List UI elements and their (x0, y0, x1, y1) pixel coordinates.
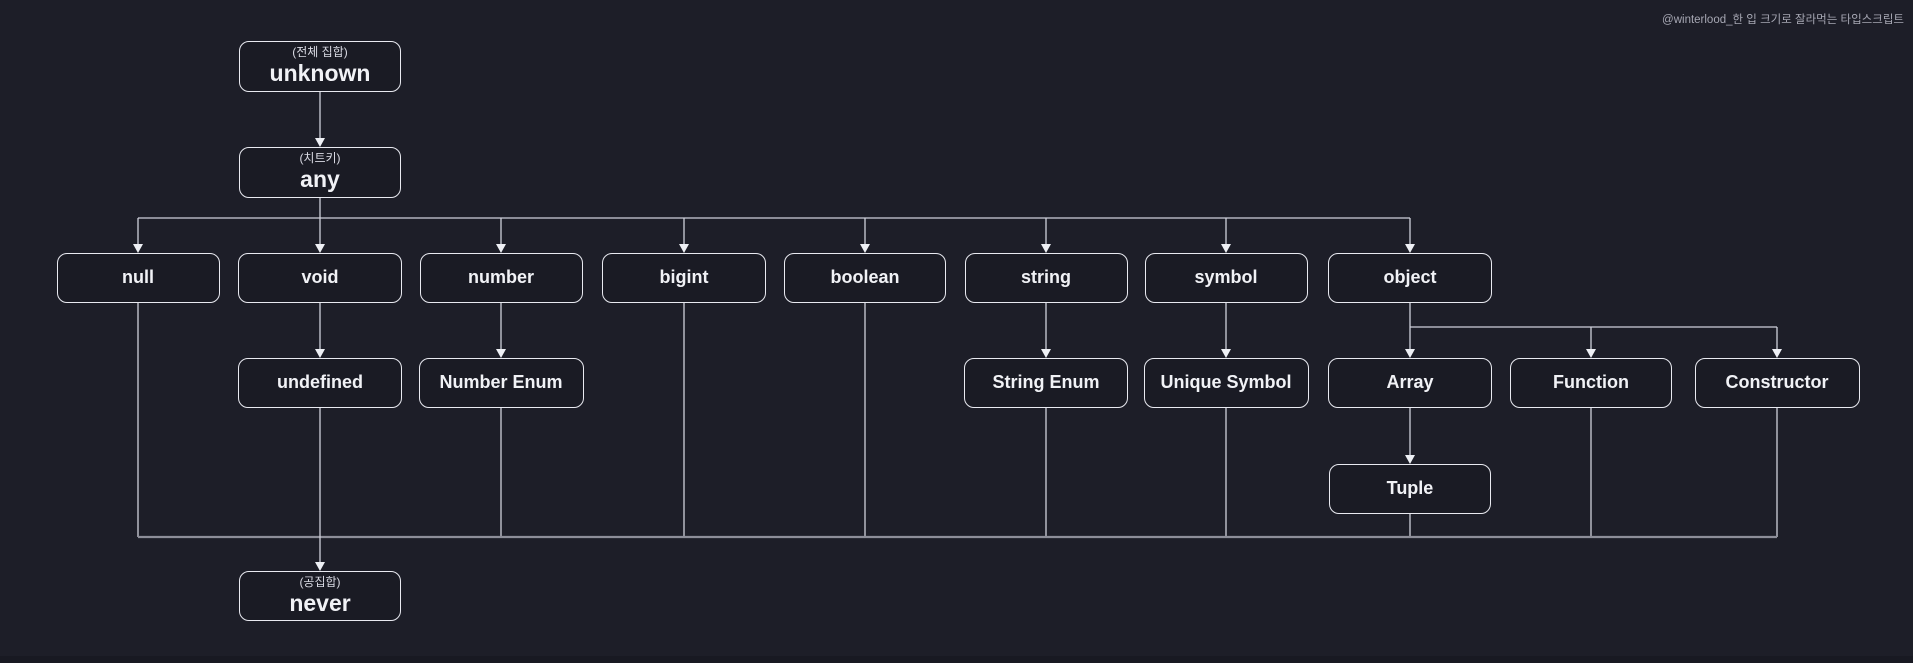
node-object: object (1328, 253, 1492, 303)
arrowhead-icon (1221, 244, 1231, 253)
bottom-edge-strip (0, 656, 1913, 663)
node-any: (치트키)any (239, 147, 401, 198)
node-label: Function (1553, 372, 1629, 393)
node-label: null (122, 267, 154, 288)
node-never: (공집합)never (239, 571, 401, 621)
node-label: never (289, 589, 351, 616)
arrowhead-icon (315, 349, 325, 358)
node-label: Constructor (1725, 372, 1829, 393)
node-label: object (1383, 267, 1437, 288)
node-sublabel: (치트키) (299, 151, 341, 166)
node-function: Function (1510, 358, 1672, 408)
arrowhead-icon (1586, 349, 1596, 358)
node-string: string (964, 253, 1128, 303)
arrowhead-icon (1405, 349, 1415, 358)
node-label: Number Enum (439, 372, 563, 393)
node-label: undefined (277, 372, 363, 393)
node-number-enum: Number Enum (418, 358, 584, 408)
arrowhead-icon (315, 562, 325, 571)
node-array: Array (1328, 358, 1492, 408)
arrowhead-icon (1405, 455, 1415, 464)
node-constructor: Constructor (1694, 358, 1860, 408)
node-label: Unique Symbol (1160, 372, 1292, 393)
node-label: Tuple (1386, 478, 1434, 499)
node-sublabel: (전체 집합) (292, 45, 348, 60)
arrowhead-icon (133, 244, 143, 253)
node-unique-symbol: Unique Symbol (1143, 358, 1309, 408)
node-number: number (419, 253, 583, 303)
node-string-enum: String Enum (964, 358, 1128, 408)
node-label: any (300, 166, 340, 193)
arrowhead-icon (1041, 244, 1051, 253)
arrowhead-icon (860, 244, 870, 253)
node-undefined: undefined (238, 358, 402, 408)
node-unknown: (전체 집합)unknown (239, 41, 401, 92)
node-label: string (1020, 267, 1071, 288)
node-boolean: boolean (784, 253, 946, 303)
arrowhead-icon (496, 244, 506, 253)
node-label: number (467, 267, 534, 288)
node-label: unknown (269, 60, 371, 87)
node-sublabel: (공집합) (299, 574, 341, 589)
arrowhead-icon (496, 349, 506, 358)
node-symbol: symbol (1144, 253, 1308, 303)
node-label: String Enum (992, 372, 1100, 393)
arrowhead-icon (679, 244, 689, 253)
arrowhead-icon (315, 244, 325, 253)
node-null: null (56, 253, 220, 303)
node-tuple: Tuple (1329, 464, 1491, 514)
node-label: bigint (659, 267, 709, 288)
arrowhead-icon (1405, 244, 1415, 253)
node-bigint: bigint (602, 253, 766, 303)
arrowhead-icon (1221, 349, 1231, 358)
arrowhead-icon (315, 138, 325, 147)
node-label: Array (1386, 372, 1434, 393)
node-label: boolean (830, 267, 900, 288)
watermark: @winterlood_한 입 크기로 잘라먹는 타입스크립트 (1662, 14, 1904, 26)
node-label: void (301, 267, 339, 288)
node-void: void (238, 253, 402, 303)
node-label: symbol (1194, 267, 1258, 288)
arrowhead-icon (1041, 349, 1051, 358)
arrowhead-icon (1772, 349, 1782, 358)
